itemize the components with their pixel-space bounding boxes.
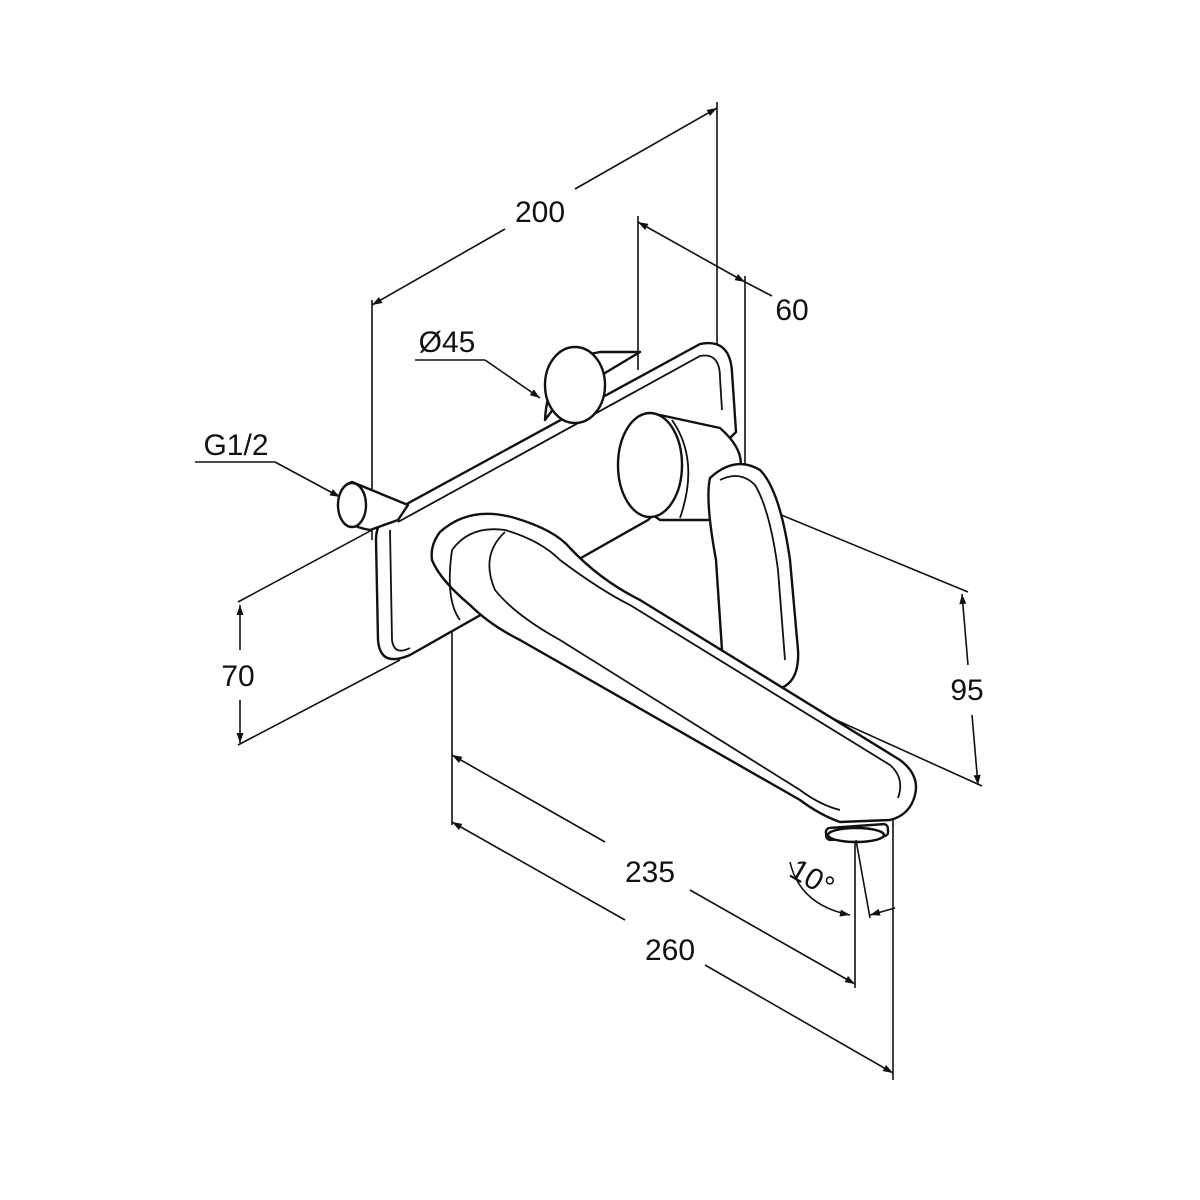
connection-pipe [336, 480, 410, 532]
dim-spout-projection: 235 [625, 856, 675, 889]
spout [430, 512, 918, 844]
dim-handle-offset: 60 [775, 294, 808, 327]
dim-outlet-angle: 10° [784, 853, 840, 904]
cover-rosette [543, 345, 642, 425]
dimension-lines [195, 107, 981, 1074]
dim-connection-thread: G1/2 [203, 429, 268, 462]
lever-handle [707, 462, 800, 692]
dim-total-depth: 200 [515, 196, 565, 229]
dim-spout-height: 95 [950, 674, 983, 707]
dim-cover-diameter: Ø45 [419, 326, 476, 359]
dim-plate-height: 70 [221, 660, 254, 693]
dim-total-projection: 260 [645, 934, 695, 967]
